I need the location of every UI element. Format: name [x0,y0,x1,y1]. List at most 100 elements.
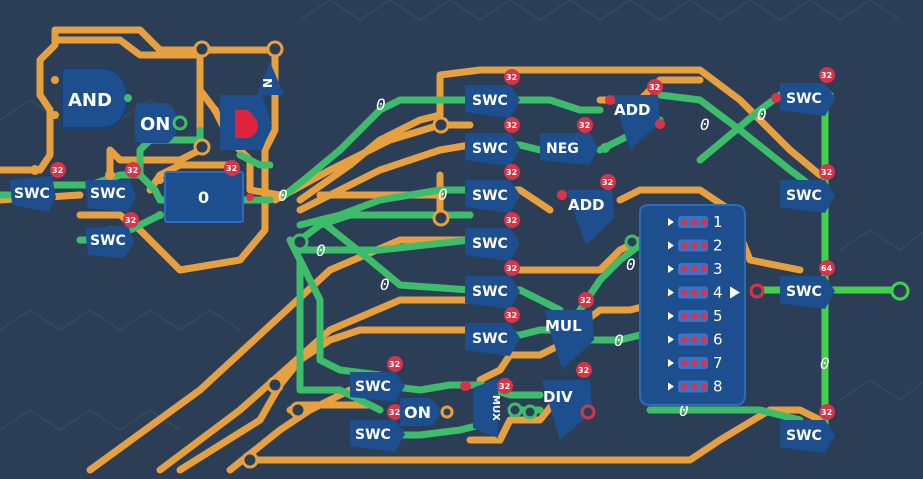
selector-label: 5 [713,307,723,325]
selector-pin [690,336,698,343]
on-constant-1[interactable]: ON [135,103,188,143]
svg-text:32: 32 [821,71,832,80]
swc-switch-3[interactable]: SWC 32 [85,212,139,258]
add-gate-2-label: ADD [568,196,605,214]
svg-text:SWC: SWC [786,428,822,444]
and-gate-label: AND [68,90,112,111]
svg-text:0: 0 [679,401,689,420]
output-terminal[interactable] [890,281,910,301]
svg-text:32: 32 [226,164,237,173]
selector-row-4[interactable]: 4 [668,284,723,302]
selector-row-8[interactable]: 8 [668,378,723,396]
svg-text:32: 32 [580,296,591,305]
div-gate[interactable]: DIV 32 [522,362,596,440]
svg-text:32: 32 [506,311,517,320]
wire-junctions-green[interactable] [291,233,640,251]
selector-pin [700,359,708,367]
svg-text:SWC: SWC [14,186,50,202]
selector-arrow-icon [668,265,674,273]
selector-arrow-icon [668,335,674,344]
selector-arrow-icon [668,288,674,297]
svg-text:32: 32 [821,408,832,417]
selector-row-6[interactable]: 6 [668,331,723,349]
div-gate-label: DIV [543,388,573,406]
svg-text:SWC: SWC [786,284,822,300]
selector-row-7[interactable]: 7 [668,354,723,372]
selector-pin [690,218,698,226]
selector-row-3[interactable]: 3 [668,260,723,278]
svg-text:32: 32 [602,178,613,187]
on-constant-2[interactable]: ON [400,398,454,426]
svg-text:SWC: SWC [90,186,126,202]
svg-text:SWC: SWC [472,331,508,347]
swc-switch-5[interactable]: SWC 32 [465,117,520,166]
svg-text:32: 32 [506,264,517,273]
selector-pin [690,312,698,320]
svg-text:32: 32 [127,166,138,175]
selector-label: 8 [713,378,723,396]
n-flag[interactable]: N [257,62,284,95]
selector-pin [700,312,708,320]
selector-row-1[interactable]: 1 [668,213,723,231]
register-zero[interactable]: 0 32 [156,160,254,223]
output-selector[interactable]: 1 2 3 4 5 6 7 8 [639,204,746,406]
svg-text:SWC: SWC [355,379,391,395]
selector-arrow-icon [668,218,674,226]
selected-output-pointer-icon [730,286,740,299]
selector-pin [690,383,698,390]
swc-switch-right-1[interactable]: SWC 32 [771,67,835,116]
swc-switch-1[interactable]: SWC 32 [10,162,66,212]
selector-label: 1 [713,213,723,231]
selector-pin [700,265,708,273]
selector-arrow-icon [668,312,674,320]
swc-switch-10[interactable]: SWC 32 [350,356,405,402]
selector-label: 2 [713,237,723,255]
selector-pin [690,289,698,296]
add-gate-2[interactable]: ADD 32 [557,174,616,245]
svg-text:SWC: SWC [786,188,822,204]
swc-switch-8[interactable]: SWC 32 [465,260,520,309]
selector-pin [700,383,708,390]
svg-text:0: 0 [700,115,710,134]
mul-gate[interactable]: MUL 32 [544,292,594,370]
swc-switch-right-4[interactable]: SWC 32 [780,404,835,453]
selector-label: 3 [713,260,723,278]
svg-text:0: 0 [376,95,386,114]
swc-switch-right-2[interactable]: SWC 32 [780,164,835,213]
swc-switch-2[interactable]: SWC 32 [85,162,141,212]
selector-row-5[interactable]: 5 [668,307,723,325]
selector-pin [680,242,688,249]
selector-pin [690,265,698,273]
swc-switch-11[interactable]: SWC 32 [350,404,405,452]
svg-text:32: 32 [389,408,400,417]
svg-text:SWC: SWC [472,141,508,157]
output-light[interactable] [211,95,272,150]
svg-text:SWC: SWC [786,91,822,107]
on-constant-1-label: ON [140,114,170,135]
swc-switch-9[interactable]: SWC 32 [465,307,520,356]
selector-pin [690,242,698,249]
svg-text:32: 32 [506,121,517,130]
swc-switch-6[interactable]: SWC 32 [465,164,520,213]
selector-pin [680,289,688,296]
swc-switch-7[interactable]: SWC 32 [465,212,520,261]
swc-switch-4[interactable]: SWC 32 [465,69,520,118]
svg-text:0: 0 [757,105,767,124]
and-gate[interactable]: AND [51,67,132,129]
background-pattern [0,0,923,430]
neg-gate[interactable]: NEG 32 [540,117,610,165]
swc-switch-right-3[interactable]: SWC 64 [749,260,835,309]
selector-pin [700,242,708,249]
wire-junctions[interactable] [193,40,450,469]
selector-pin [690,359,698,367]
add-gate-1-label: ADD [614,101,651,119]
selector-pin [680,265,688,273]
selector-pin [700,336,708,343]
selector-arrow-icon [668,359,674,367]
svg-text:0: 0 [626,255,636,274]
svg-text:0: 0 [614,331,624,350]
selector-row-2[interactable]: 2 [668,237,723,255]
svg-text:32: 32 [578,366,589,375]
selector-pin [680,218,688,226]
svg-text:SWC: SWC [472,236,508,252]
